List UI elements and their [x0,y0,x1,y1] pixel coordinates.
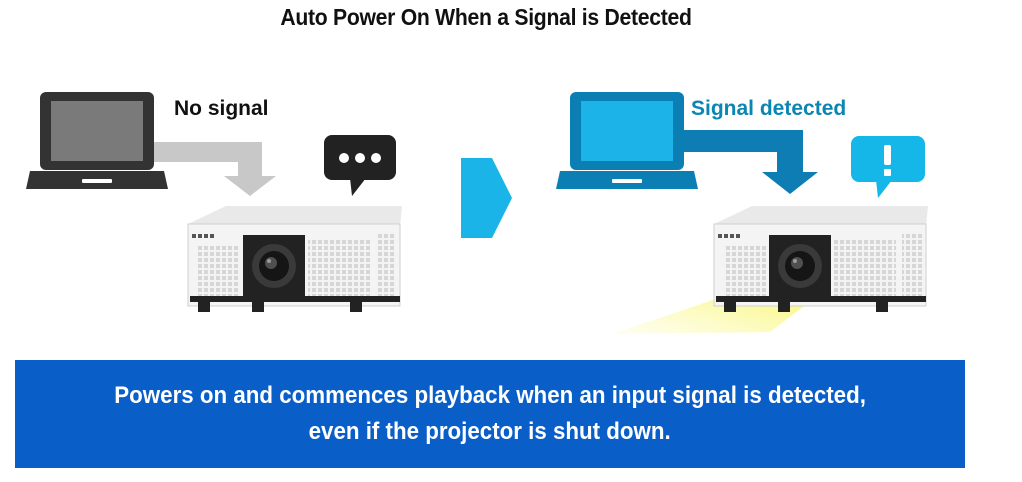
no-signal-cable-arrow [153,142,276,196]
banner-line-1: Powers on and commences playback when an… [114,382,866,409]
laptop-on-icon [556,92,698,189]
left-panel [26,92,402,312]
banner-line-2: even if the projector is shut down. [308,418,672,445]
right-panel [556,92,928,334]
page-title: Auto Power On When a Signal is Detected [280,4,692,30]
projector-off [187,206,402,312]
description-banner: Powers on and commences playback when an… [15,360,965,468]
signal-detected-label: Signal detected [691,97,847,120]
signal-cable-arrow [676,130,818,194]
no-signal-label: No signal [174,97,269,120]
ellipsis-speech-bubble-icon [324,135,396,196]
laptop-off-icon [26,92,168,189]
chevron-right-icon [461,158,512,238]
projector-on [713,206,928,312]
exclamation-speech-bubble-icon [851,136,925,198]
